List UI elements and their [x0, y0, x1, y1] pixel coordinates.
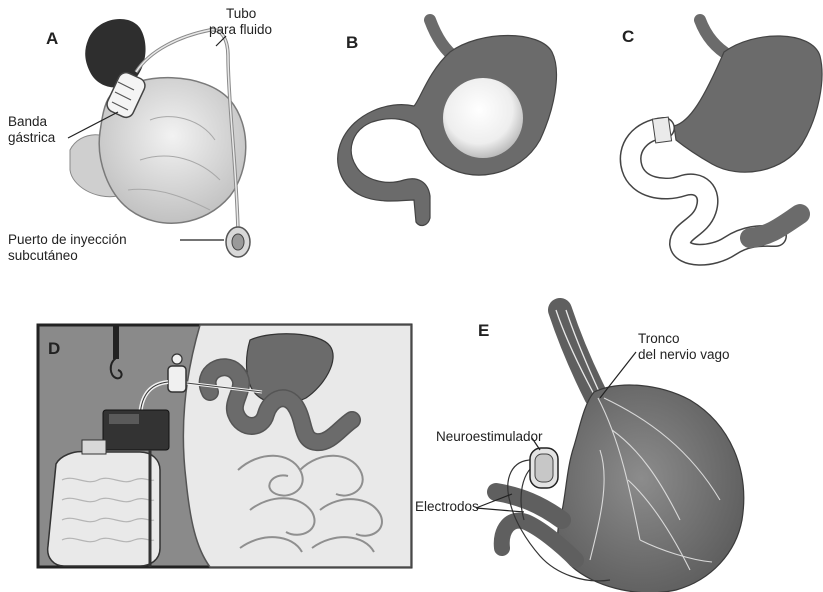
panel-e: E Tronco del nervio vago: [415, 310, 744, 592]
iv-pole: [113, 325, 119, 359]
label-electrodes: Electrodos: [415, 499, 479, 514]
esophagus-e: [560, 310, 596, 396]
panel-c: C: [622, 20, 822, 255]
panel-b-letter: B: [346, 33, 358, 52]
label-stimulator: Neuroestimulador: [436, 429, 543, 444]
label-vagus: Tronco del nervio vago: [638, 331, 730, 362]
neurostimulator-device: [530, 448, 558, 488]
injection-port: [226, 227, 250, 257]
stomach-e: [558, 385, 744, 592]
panel-b: B: [338, 20, 557, 225]
panel-a-letter: A: [46, 29, 58, 48]
drainage-bag: [48, 452, 160, 566]
panel-c-letter: C: [622, 27, 634, 46]
sleeve-band: [652, 117, 671, 143]
panel-e-letter: E: [478, 321, 489, 340]
label-port: Puerto de inyección subcutáneo: [8, 232, 130, 263]
gastric-balloon: [443, 78, 523, 158]
panel-d-letter: D: [48, 339, 60, 358]
stomach-c: [674, 36, 822, 172]
pointer-electrodes-2: [476, 508, 524, 512]
label-tube: Tubo para fluido: [209, 6, 272, 37]
panel-d: D: [38, 325, 411, 567]
label-band: Banda gástrica: [8, 114, 56, 145]
panel-a: A Tubo para fluido Banda gástrica: [8, 6, 272, 263]
